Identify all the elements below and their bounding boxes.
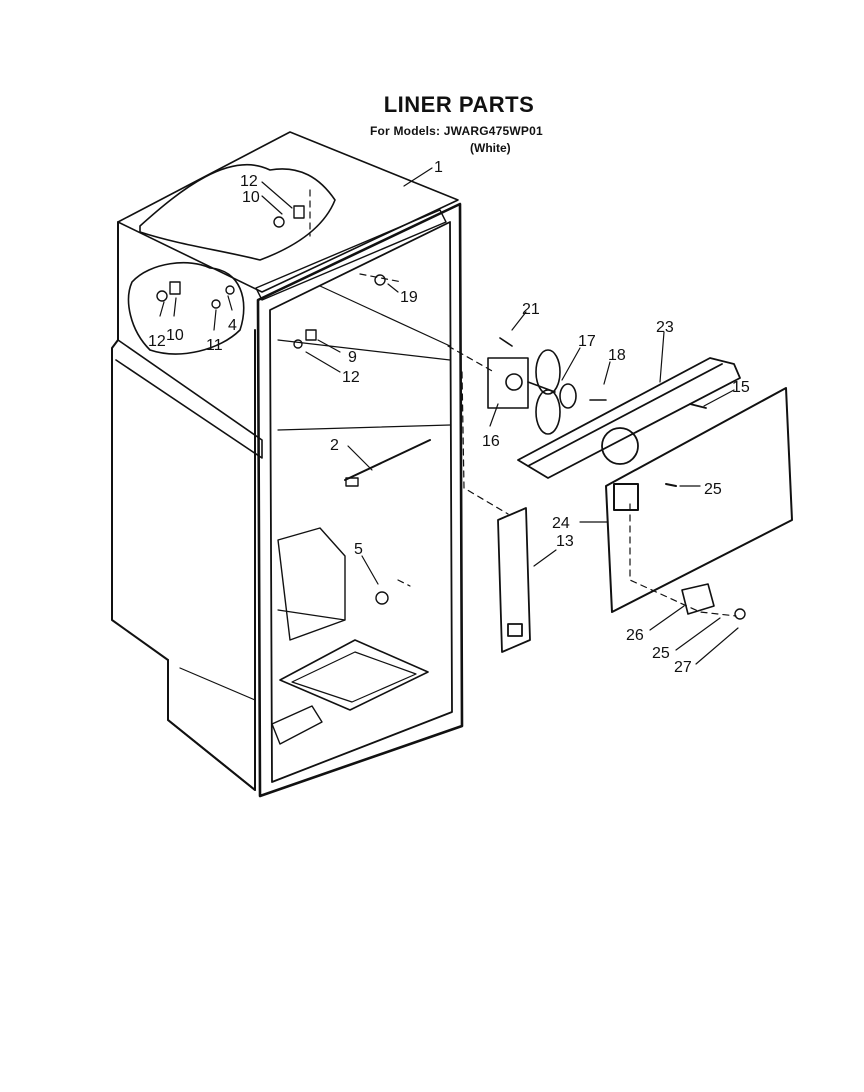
callout-18: 18 [608,347,626,364]
evaporator-cover [517,357,741,479]
callout-24: 24 [552,515,570,532]
fan-motor-assembly [487,337,607,435]
callout-15: 15 [732,379,750,396]
callout-11: 11 [206,337,223,354]
air-duct [497,507,531,653]
callout-2: 2 [330,437,339,454]
cabinet-hardware [156,205,431,605]
leader-lines [159,167,739,665]
diagram-title: LINER PARTS [383,92,535,117]
callout-12: 12 [342,369,360,386]
callout-25: 25 [652,645,670,662]
callout-9: 9 [348,349,357,366]
rear-panel [605,387,793,620]
callout-1: 1 [434,159,443,176]
color-note: (White) [470,141,511,155]
callout-5: 5 [354,541,363,558]
models-line: For Models: JWARG475WP01 [370,124,543,138]
callout-10: 10 [166,327,184,344]
callout-17: 17 [578,333,596,350]
callout-numbers: 1 12 10 12 10 11 4 19 9 12 2 5 21 17 18 … [148,159,750,676]
callout-23: 23 [656,319,674,336]
callout-25: 25 [704,481,722,498]
alignment-lines [309,189,737,617]
callout-4: 4 [228,317,237,334]
callout-27: 27 [674,659,692,676]
callout-12: 12 [240,173,258,190]
cabinet-liner [111,131,464,798]
callout-19: 19 [400,289,418,306]
callout-12: 12 [148,333,166,350]
callout-13: 13 [556,533,574,550]
callout-10: 10 [242,189,260,206]
callout-16: 16 [482,433,500,450]
callout-21: 21 [522,301,540,318]
callout-26: 26 [626,627,644,644]
